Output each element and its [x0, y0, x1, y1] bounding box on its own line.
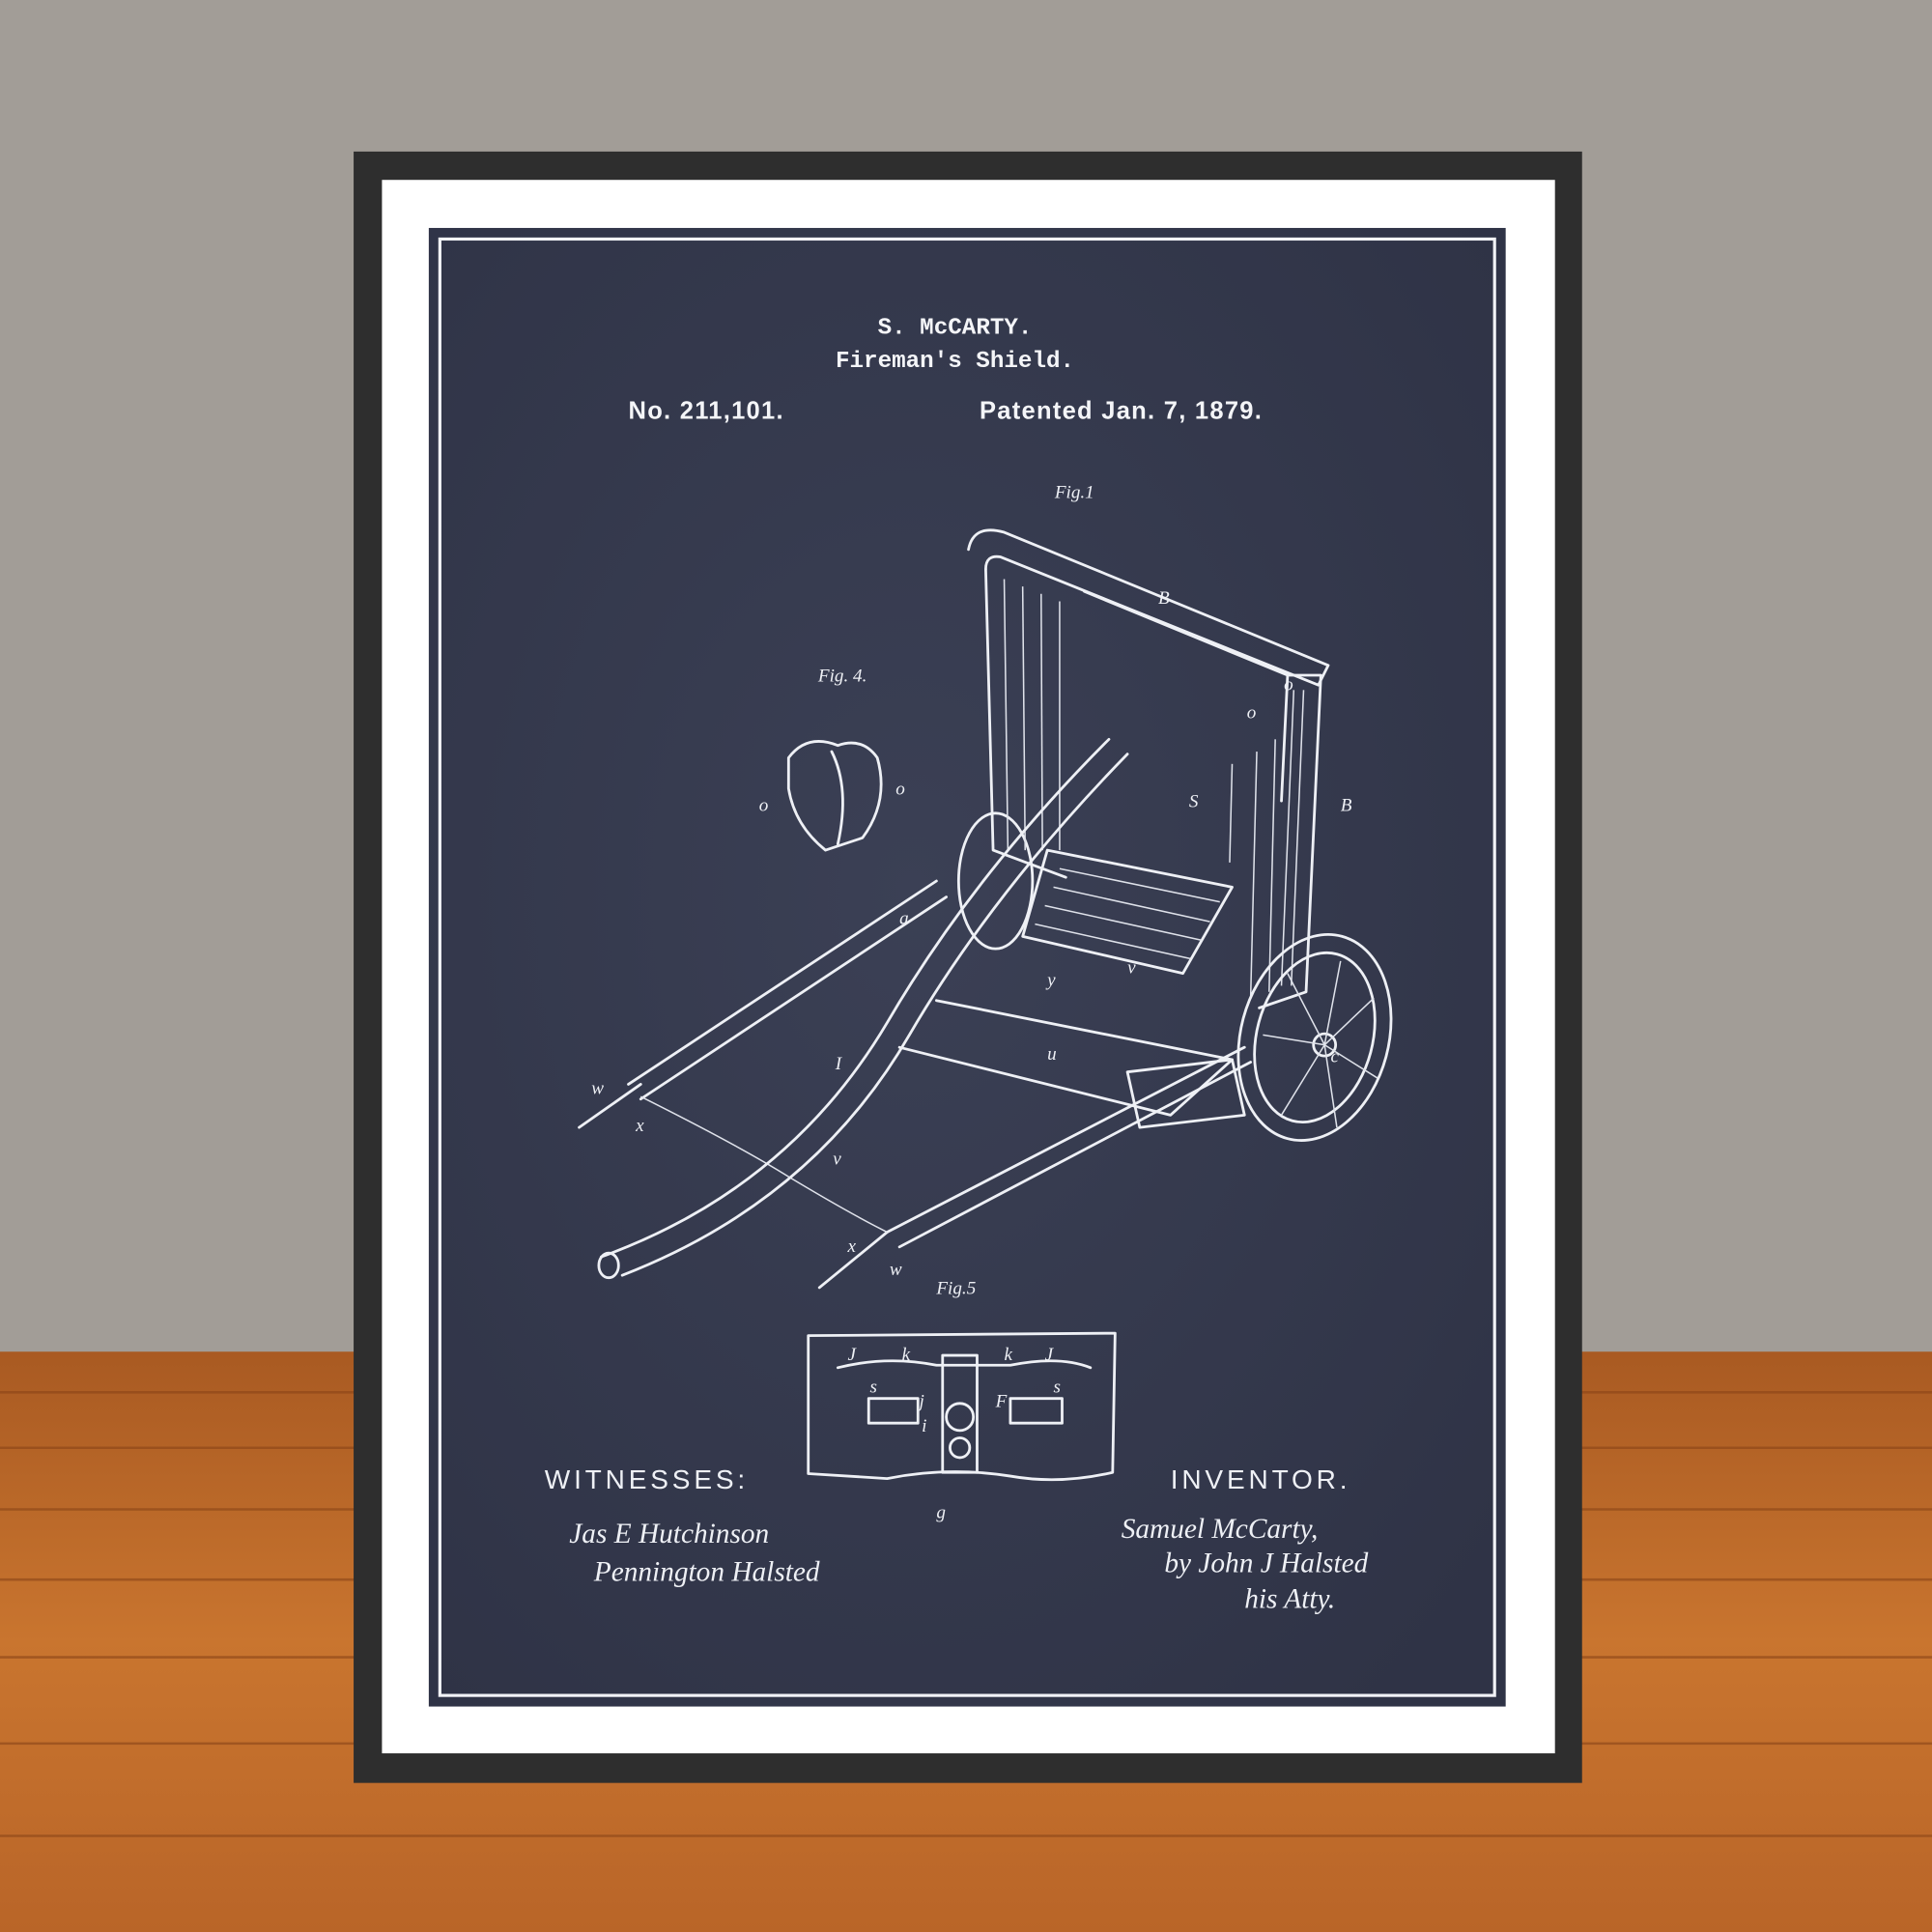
- witness-signature: Pennington Halsted: [593, 1556, 820, 1587]
- label-i: I: [835, 1054, 843, 1074]
- label-b: B: [1341, 795, 1352, 815]
- patent-date: Patented Jan. 7, 1879.: [980, 398, 1263, 425]
- fig1-cart-drawing: Fig.1: [578, 482, 1393, 1290]
- label-v: v: [1127, 958, 1136, 979]
- label-o: o: [759, 795, 769, 815]
- fig5-plate-detail: Fig.5 J k k J F j i s s g: [807, 1278, 1117, 1522]
- fig1-label: Fig.1: [1054, 482, 1094, 502]
- inventor-label: INVENTOR.: [1171, 1464, 1351, 1494]
- signature-block: WITNESSES: Jas E Hutchinson Pennington H…: [545, 1464, 1369, 1615]
- print-background: [428, 227, 1506, 1707]
- label-o: o: [895, 780, 905, 800]
- patent-number: No. 211,101.: [629, 398, 784, 425]
- label-s: S: [1189, 791, 1199, 811]
- label-w: w: [890, 1260, 902, 1280]
- label-v: v: [833, 1149, 841, 1169]
- label-o: o: [1247, 703, 1257, 724]
- label-i: i: [922, 1416, 926, 1436]
- fig4-shield-detail: Fig. 4. o o: [759, 666, 905, 852]
- label-g: g: [936, 1502, 946, 1522]
- label-j: j: [917, 1392, 924, 1412]
- label-s: s: [1054, 1377, 1061, 1397]
- label-u: u: [1047, 1044, 1057, 1065]
- label-k: k: [902, 1345, 911, 1365]
- attorney-signature: by John J Halsted: [1164, 1548, 1368, 1579]
- label-b: B: [1158, 588, 1170, 609]
- label-s: s: [870, 1377, 877, 1397]
- inventor-header: S. McCARTY.: [878, 316, 1033, 342]
- label-c: c: [1331, 1046, 1340, 1066]
- label-j: J: [1045, 1345, 1055, 1365]
- label-f: F: [995, 1392, 1008, 1412]
- label-x: x: [847, 1236, 857, 1257]
- label-k: k: [1005, 1345, 1013, 1365]
- picture-frame: [354, 151, 1582, 1783]
- invention-title: Fireman's Shield.: [836, 349, 1074, 375]
- wheel: [1236, 932, 1393, 1142]
- fig4-label: Fig. 4.: [817, 666, 867, 686]
- inventor-signature: Samuel McCarty,: [1122, 1514, 1319, 1545]
- label-j: J: [848, 1345, 858, 1365]
- label-y: y: [1045, 970, 1056, 990]
- attorney-role: his Atty.: [1244, 1584, 1335, 1615]
- fig5-label: Fig.5: [935, 1278, 976, 1298]
- witnesses-label: WITNESSES:: [545, 1464, 749, 1494]
- label-x: x: [635, 1116, 644, 1136]
- label-w: w: [591, 1079, 604, 1099]
- witness-signature: Jas E Hutchinson: [569, 1519, 769, 1549]
- label-a: a: [899, 909, 909, 929]
- label-o: o: [1284, 674, 1293, 695]
